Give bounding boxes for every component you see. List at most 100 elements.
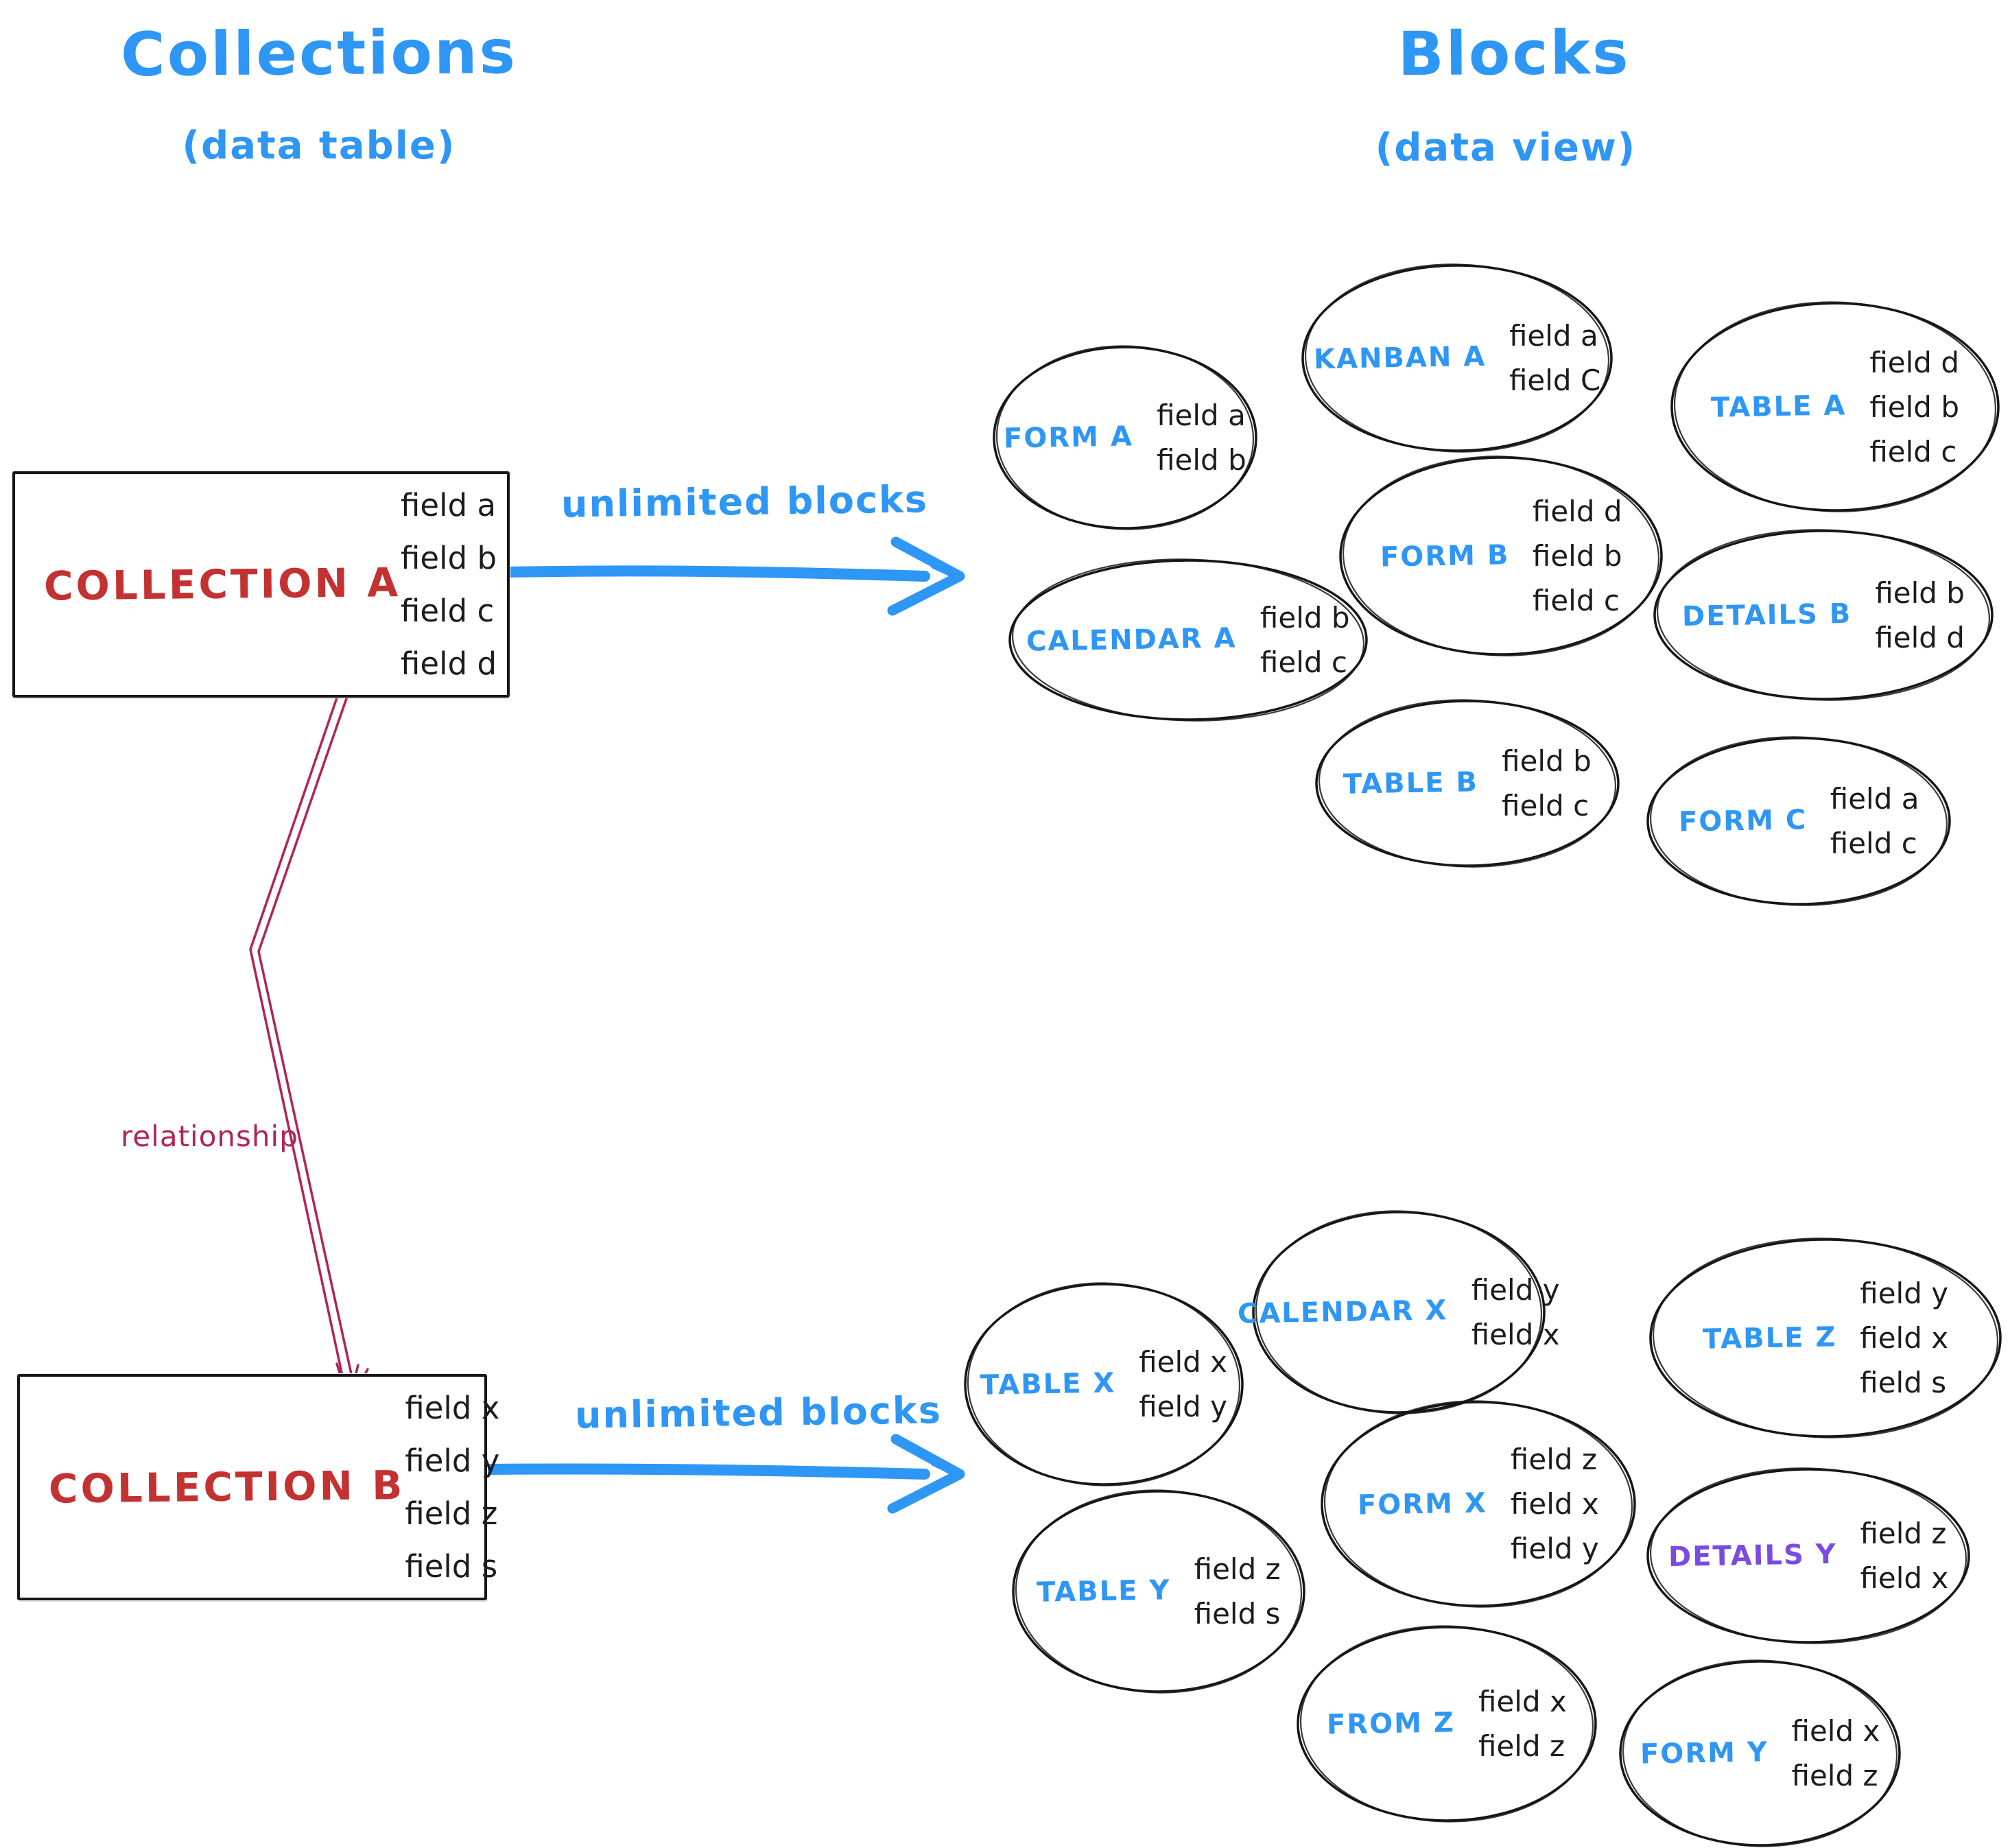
block-form-x: FORM X field z field x field y	[1319, 1399, 1637, 1609]
block-field: field y	[1510, 1532, 1599, 1565]
block-field: field x	[1860, 1321, 1949, 1355]
block-field: field z	[1478, 1729, 1565, 1763]
arrow-collection-a-to-blocks	[504, 536, 965, 616]
block-field: field d	[1875, 620, 1965, 654]
block-field: field c	[1532, 584, 1620, 617]
block-label: DETAILS B	[1681, 597, 1852, 632]
collection-a-box: COLLECTION A field a field b field c fie…	[12, 471, 510, 698]
block-field: field b	[1869, 390, 1959, 424]
block-label: CALENDAR A	[1026, 622, 1238, 658]
block-field: field b	[1157, 443, 1246, 477]
block-field: field a	[1509, 319, 1598, 353]
block-content: FORM B field d field b field c	[1362, 495, 1640, 617]
block-field: field c	[1869, 434, 1957, 469]
unlimited-blocks-label-top: unlimited blocks	[560, 477, 929, 526]
block-field: field z	[1791, 1759, 1878, 1792]
block-label: FORM A	[1003, 420, 1134, 455]
block-field: field y	[1471, 1273, 1560, 1307]
block-fields: field d field b field c	[1869, 346, 1959, 469]
block-field: field b	[1532, 539, 1622, 573]
block-label: CALENDAR X	[1238, 1294, 1449, 1330]
block-ellipse-outline	[1646, 1467, 1970, 1644]
block-field: field b	[1260, 601, 1350, 635]
block-fields: field x field y	[1139, 1345, 1227, 1423]
block-ellipse-outline	[1252, 1210, 1546, 1414]
block-label: TABLE B	[1343, 766, 1479, 801]
block-label: DETAILS Y	[1668, 1538, 1837, 1574]
block-field: field C	[1509, 364, 1601, 397]
blocks-subtitle: (data view)	[1375, 126, 1637, 170]
block-field: field y	[1139, 1390, 1228, 1423]
block-label: TABLE Z	[1702, 1320, 1837, 1355]
block-field: field x	[1510, 1487, 1599, 1521]
block-label: KANBAN A	[1313, 340, 1487, 376]
block-ellipse-outline	[1008, 558, 1368, 722]
block-field: field c	[1830, 827, 1917, 860]
block-field: field d	[1869, 345, 1959, 379]
collection-a-fields: field a field b field c field d	[401, 487, 542, 682]
block-ellipse-outline	[1670, 301, 2000, 512]
block-ellipse-outline	[1646, 736, 1951, 906]
block-content: TABLE A field d field b field c	[1693, 346, 1977, 469]
relationship-label: relationship	[121, 1120, 298, 1153]
block-ellipse-outline	[1297, 1625, 1597, 1823]
block-field: field z	[1860, 1517, 1947, 1550]
block-label: TABLE A	[1710, 390, 1847, 424]
block-field: field x	[1471, 1318, 1560, 1351]
block-field: field z	[1510, 1443, 1597, 1476]
block-field: field x	[1791, 1714, 1880, 1748]
block-fields: field x field z	[1791, 1714, 1880, 1792]
block-fields: field d field b field c	[1533, 495, 1622, 617]
collection-b-box: COLLECTION B field x field y field z fie…	[17, 1374, 499, 1600]
block-field: field s	[1860, 1366, 1947, 1399]
block-content: DETAILS Y field z field x	[1651, 1517, 1967, 1595]
collections-subtitle: (data table)	[182, 123, 456, 168]
block-label: FORM Y	[1640, 1736, 1769, 1770]
block-table-z: TABLE Z field y field x field s	[1648, 1237, 2003, 1439]
block-ellipse-outline	[1649, 1237, 2002, 1438]
block-fields: field a field C	[1509, 319, 1600, 397]
block-field: field c	[1260, 645, 1347, 679]
collection-a-field: field a	[401, 487, 497, 523]
block-field: field x	[1139, 1345, 1228, 1379]
block-fields: field z field x	[1860, 1517, 1948, 1595]
arrow-relationship	[249, 685, 369, 1401]
block-calendar-a: CALENDAR A field b field c	[1007, 558, 1369, 722]
block-ellipse-outline	[964, 1282, 1244, 1486]
collection-a-field: field c	[401, 593, 495, 629]
block-ellipse-outline	[1619, 1659, 1901, 1847]
block-ellipse-outline	[1315, 699, 1620, 868]
block-label: FROM Z	[1326, 1707, 1456, 1741]
block-field: field y	[1860, 1277, 1949, 1310]
block-field: field b	[1502, 744, 1592, 778]
collection-a-field: field b	[401, 540, 497, 576]
block-field: field d	[1532, 495, 1622, 528]
collection-a-field: field d	[401, 645, 497, 682]
block-fields: field y field x field s	[1860, 1277, 1948, 1399]
block-kanban-a: KANBAN A field a field C	[1300, 263, 1614, 453]
block-ellipse-outline	[1653, 529, 1994, 701]
collection-a-title: COLLECTION A	[43, 559, 401, 610]
collection-b-fields: field x field y field z field s	[405, 1390, 545, 1585]
block-label: FORM X	[1357, 1486, 1488, 1521]
block-calendar-x: CALENDAR X field y field x	[1238, 1209, 1560, 1415]
block-field: field x	[1860, 1561, 1949, 1595]
unlimited-blocks-label-bottom: unlimited blocks	[574, 1388, 943, 1437]
arrow-collection-b-to-blocks	[486, 1434, 965, 1514]
block-label: FORM B	[1380, 538, 1510, 573]
